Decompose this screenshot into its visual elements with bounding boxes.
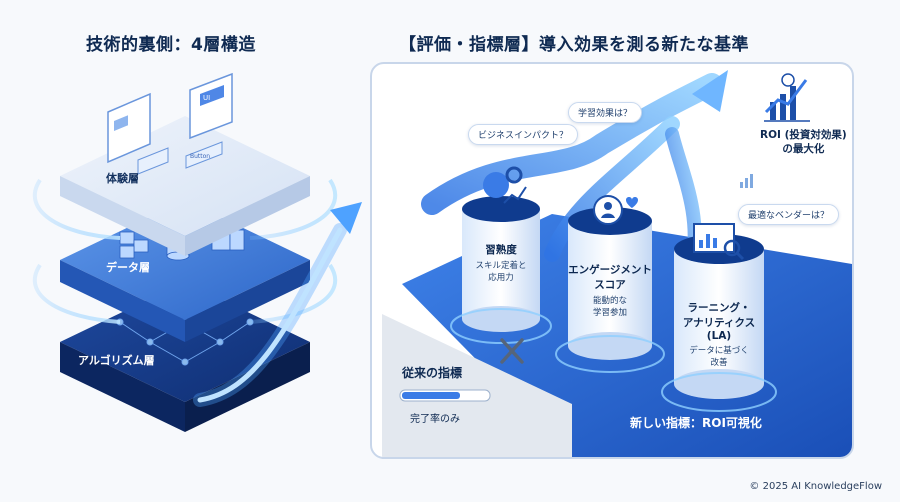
button-label: Button bbox=[190, 153, 210, 160]
person-heart-icon bbox=[593, 195, 638, 225]
data-layer-label: データ層 bbox=[106, 261, 150, 274]
roi-chart-icon bbox=[764, 73, 810, 122]
flow-arrow bbox=[193, 202, 362, 407]
roi-text: ROI (投資対効果) の最大化 bbox=[760, 128, 847, 156]
pillar-analytics-text: ラーニング・アナリティクス(LA) データに基づく改善 bbox=[670, 300, 768, 369]
algorithm-layer-label: アルゴリズム層 bbox=[78, 354, 155, 367]
copyright-footer: © 2025 AI KnowledgeFlow bbox=[749, 481, 882, 492]
glow-ring bbox=[249, 178, 338, 240]
pillar-engagement-text: エンゲージメントスコア 能動的な学習参加 bbox=[564, 262, 656, 319]
experience-layer: UI Button bbox=[60, 72, 310, 256]
ui-label: UI bbox=[203, 94, 210, 102]
cross-icon bbox=[500, 338, 524, 364]
ui-screens bbox=[107, 72, 233, 175]
left-title: 技術的裏側：4層構造 bbox=[86, 35, 256, 55]
pillar-proficiency-text: 習熟度 スキル定着と応用力 bbox=[462, 242, 540, 284]
pillar-engagement-title: エンゲージメントスコア bbox=[568, 264, 652, 291]
pillar-analytics-sub: データに基づく改善 bbox=[689, 346, 749, 368]
big-arrow-head bbox=[692, 70, 728, 112]
completion-progress-fill bbox=[402, 392, 460, 399]
small-bar-icon bbox=[740, 174, 753, 188]
experience-layer-label: 体験層 bbox=[106, 172, 139, 185]
traditional-metric-sub: 完了率のみ bbox=[410, 414, 460, 425]
bubble-learning-effect: 学習効果は？ bbox=[568, 102, 643, 123]
traditional-metric-title: 従来の指標 bbox=[402, 366, 463, 380]
data-layer bbox=[60, 200, 310, 342]
pillar-proficiency-sub: スキル定着と応用力 bbox=[475, 261, 527, 283]
glow-ring bbox=[249, 263, 338, 324]
analytics-magnifier-icon bbox=[693, 223, 745, 261]
pillar-engagement bbox=[555, 207, 665, 373]
pillar-proficiency bbox=[450, 196, 552, 344]
brain-gear-icon bbox=[483, 166, 527, 204]
roi-line2: の最大化 bbox=[782, 143, 825, 155]
bubble-best-vendor: 最適なベンダーは？ bbox=[738, 204, 840, 225]
glow-ring bbox=[32, 263, 121, 324]
panel-graphics bbox=[382, 70, 852, 457]
roi-line1: ROI (投資対効果) bbox=[760, 129, 847, 141]
metrics-panel: 学習効果は？ ビジネスインパクト？ 最適なベンダーは？ ROI (投資対効果) … bbox=[370, 62, 854, 459]
glow-ring bbox=[32, 178, 121, 240]
pillar-analytics-title: ラーニング・アナリティクス(LA) bbox=[682, 302, 756, 342]
new-metric-label: 新しい指標：ROI可視化 bbox=[630, 416, 762, 430]
bubble-business-impact: ビジネスインパクト？ bbox=[468, 124, 579, 145]
layer-stack: UI Button bbox=[32, 72, 362, 432]
pillar-engagement-sub: 能動的な学習参加 bbox=[592, 296, 627, 318]
pillar-proficiency-title: 習熟度 bbox=[485, 244, 517, 256]
right-title: 【評価・指標層】導入効果を測る新たな基準 bbox=[399, 35, 749, 55]
traditional-platform bbox=[382, 314, 572, 457]
